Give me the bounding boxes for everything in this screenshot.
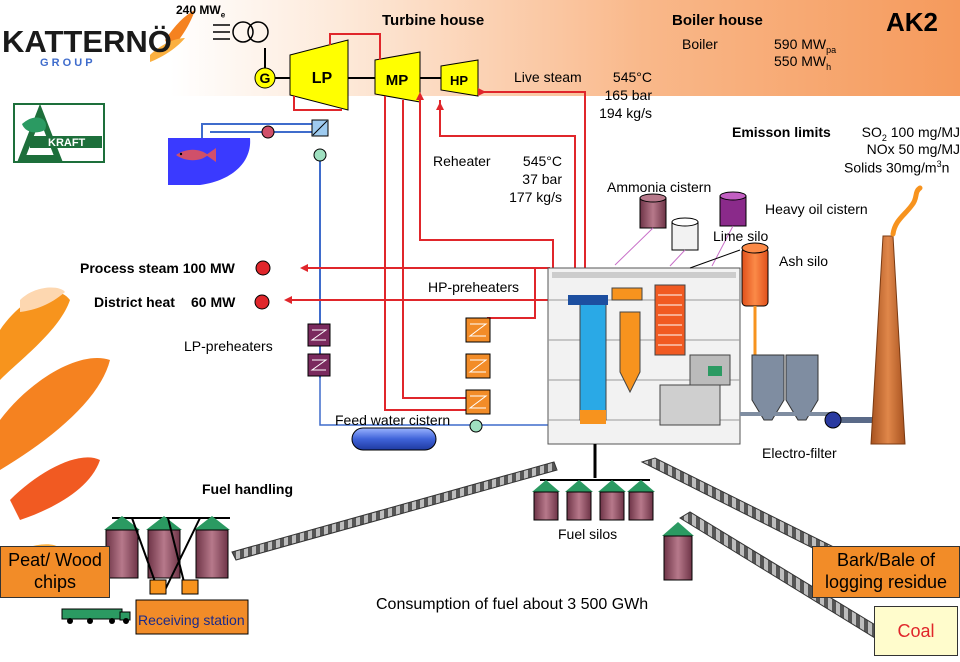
fuel-silos-label: Fuel silos: [558, 526, 618, 542]
lime-silo-label: Lime silo: [713, 228, 769, 244]
cooling-pump-icon: [261, 125, 275, 139]
coal-label: Coal: [897, 620, 935, 641]
feed-water-cistern-label: Feed water cistern: [335, 412, 451, 428]
kraft-logo: KRAFT: [13, 103, 105, 163]
live-steam-temp: 545°C: [612, 69, 652, 85]
hp-turbine: HP: [440, 59, 479, 97]
svg-text:G: G: [260, 70, 271, 86]
lime-silo-tank: [671, 217, 699, 251]
fuel-silos: [532, 479, 655, 521]
process-steam-indicator: [255, 260, 271, 276]
reheater-flow: 177 kg/s: [509, 189, 562, 205]
generator: G: [254, 48, 276, 89]
group-logo-text: G R O U P: [40, 57, 93, 69]
lp-preheater-1: [307, 323, 331, 347]
flue-gas-fan-icon: [824, 411, 842, 429]
hp-preheater-1: [465, 317, 491, 343]
steam-lines: [292, 33, 586, 411]
svg-text:HP: HP: [450, 73, 468, 88]
kraft-logo-text: KRAFT: [48, 137, 86, 149]
live-steam-label: Live steam: [514, 69, 582, 85]
boiler-label: Boiler: [682, 36, 718, 52]
coal-box: Coal: [874, 606, 958, 656]
hp-preheater-3: [465, 389, 491, 415]
reheater-pressure: 37 bar: [522, 171, 562, 187]
receiving-station-label: Receiving station: [138, 612, 245, 628]
feed-water-pump-icon: [469, 419, 483, 433]
chimney-stack: [870, 185, 923, 445]
electro-filter: [740, 354, 876, 423]
reheater-temp: 545°C: [522, 153, 562, 169]
boiler-house-title: Boiler house: [672, 12, 763, 29]
district-heat-indicator: [254, 294, 270, 310]
mp-turbine: MP: [374, 51, 421, 103]
consumption-label: Consumption of fuel about 3 500 GWh: [376, 596, 649, 613]
fuel-handling-silos: [104, 516, 230, 591]
live-steam-pressure: 165 bar: [604, 87, 652, 103]
emission-nox: NOx 50 mg/MJ: [866, 141, 960, 157]
steam-line-heads: [284, 88, 486, 304]
ash-silo: [741, 242, 769, 356]
district-heat-label: District heat: [94, 294, 175, 310]
bark-bale-label: Bark/Bale of logging residue: [824, 550, 948, 592]
turbine-house-title: Turbine house: [382, 12, 485, 29]
live-steam-flow: 194 kg/s: [599, 105, 652, 121]
condensate-pump-icon: [313, 148, 327, 162]
emission-so2: SO2 100 mg/MJ: [861, 124, 960, 143]
emission-solids: Solids 30mg/m3n: [844, 159, 950, 176]
fuel-handling-label: Fuel handling: [202, 481, 293, 497]
receiving-station: [135, 579, 249, 635]
conveyor-left: [231, 461, 558, 561]
ammonia-cistern: [639, 193, 667, 229]
decorative-swooshes: [0, 10, 195, 575]
lp-turbine: LP: [289, 39, 349, 111]
feed-water-cistern: [351, 427, 437, 451]
boiler-capacity-h: 550 MWh: [774, 53, 832, 72]
unit-title: AK2: [886, 7, 939, 37]
lp-preheaters-label: LP-preheaters: [184, 338, 273, 354]
peat-wood-chips-box: Peat/ Wood chips: [0, 546, 110, 598]
heavy-oil-cistern: [719, 191, 747, 227]
bark-bale-box: Bark/Bale of logging residue: [812, 546, 960, 598]
katterno-logo: KATTERNÖ G R O U P: [2, 24, 172, 69]
hp-preheaters-label: HP-preheaters: [428, 279, 520, 295]
emission-limits-title: Emisson limits: [732, 124, 831, 140]
ammonia-cistern-label: Ammonia cistern: [607, 179, 712, 195]
hp-preheater-2: [465, 353, 491, 379]
heavy-oil-cistern-label: Heavy oil cistern: [765, 201, 868, 217]
power-output-label: 240 MWe: [176, 3, 226, 20]
process-steam-label: Process steam 100 MW: [80, 260, 235, 276]
electro-filter-label: Electro-filter: [762, 445, 837, 461]
transformer-icon: [213, 21, 269, 43]
ash-silo-label: Ash silo: [779, 253, 829, 269]
boiler-capacity-pa: 590 MWpa: [774, 36, 837, 55]
peat-wood-chips-label: Peat/ Wood chips: [8, 550, 102, 592]
district-heat-value: 60 MW: [191, 294, 236, 310]
lp-preheater-2: [307, 353, 331, 377]
katterno-logo-text: KATTERNÖ: [2, 24, 172, 59]
boiler-building: [547, 267, 741, 478]
reheater-label: Reheater: [433, 153, 491, 169]
truck-icon: [61, 608, 131, 624]
coal-silo: [662, 522, 694, 581]
svg-text:MP: MP: [386, 72, 409, 89]
condenser: [311, 119, 329, 137]
svg-text:LP: LP: [312, 70, 333, 87]
cooling-water-lake: [168, 138, 251, 185]
